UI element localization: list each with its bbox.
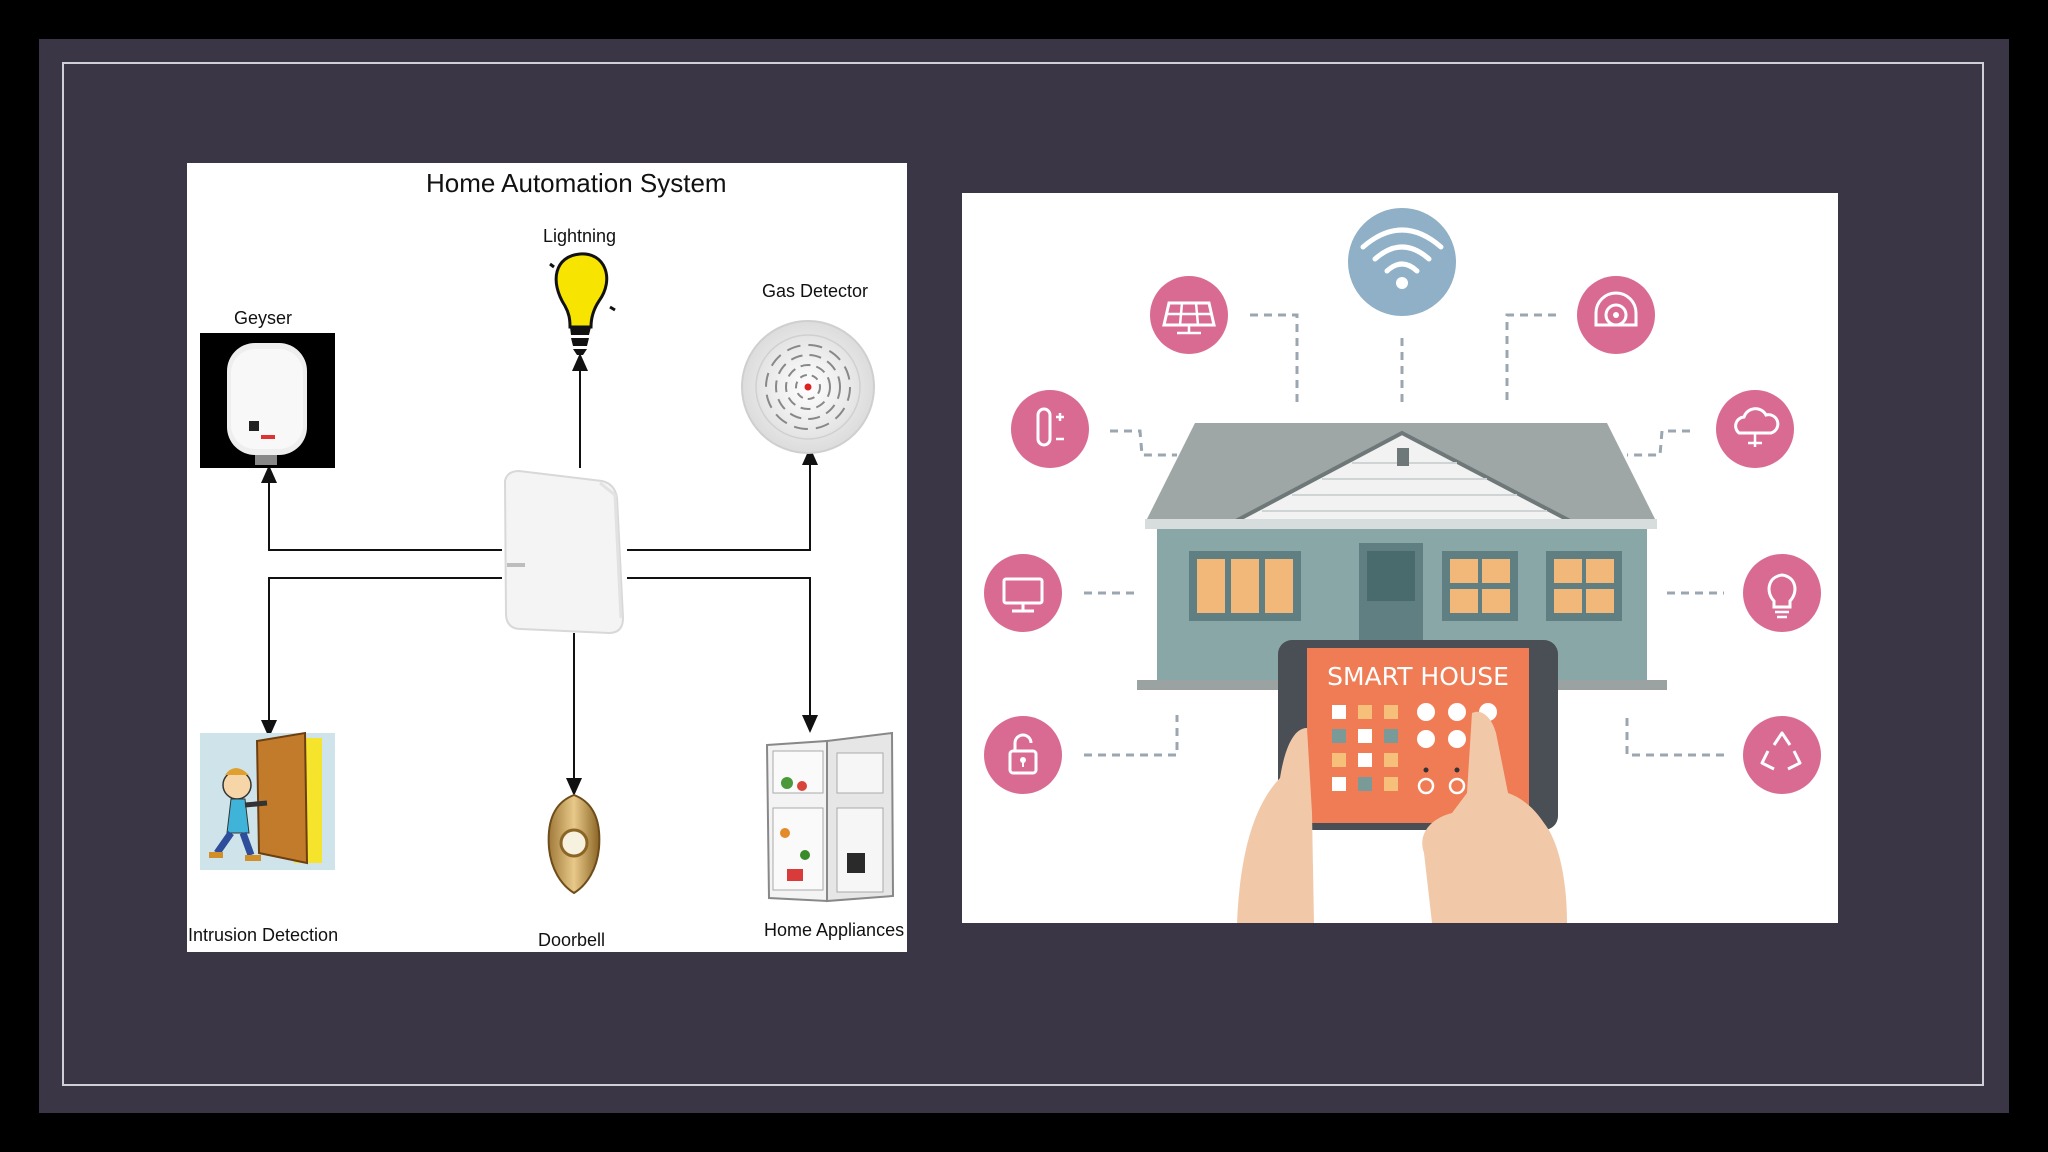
doorbell-icon — [547, 793, 601, 895]
dashed-connectors — [1084, 313, 1724, 757]
connector-lines — [261, 353, 818, 796]
smoke-detector-icon — [741, 320, 875, 454]
camera-icon — [1577, 276, 1655, 354]
recycle-icon — [1743, 716, 1821, 794]
hands — [1237, 711, 1567, 923]
label-lightning: Lightning — [543, 226, 617, 246]
monitor-icon — [984, 554, 1062, 632]
light-bulb-icon — [549, 252, 616, 355]
water-heater-icon — [200, 333, 335, 468]
label-home-appliances: Home Appliances — [764, 920, 905, 940]
smart-house-illustration: SMART HOUSE — [962, 193, 1838, 923]
tablet — [1278, 640, 1558, 830]
tablet-buttons — [1332, 703, 1497, 795]
hub-device-icon — [503, 469, 625, 635]
refrigerator-icon — [765, 731, 895, 903]
label-doorbell: Doorbell — [538, 930, 606, 950]
diagram-canvas — [200, 252, 895, 903]
diagram-title: Home Automation System — [426, 168, 727, 198]
cloud-icon — [1716, 390, 1794, 468]
light-bulb-icon-round — [1743, 554, 1821, 632]
tablet-title: SMART HOUSE — [1327, 662, 1509, 691]
thermometer-icon — [1011, 390, 1089, 468]
door-person-icon — [200, 731, 335, 870]
label-intrusion-detection: Intrusion Detection — [188, 925, 339, 945]
smart-house-canvas: SMART HOUSE — [984, 208, 1821, 923]
label-geyser: Geyser — [234, 308, 293, 328]
wifi-icon — [1348, 208, 1456, 316]
slide-frame — [62, 62, 1984, 1086]
lock-icon — [984, 716, 1062, 794]
home-automation-diagram: Home Automation System Geyser Lightning … — [187, 163, 907, 952]
label-gas-detector: Gas Detector — [762, 281, 869, 301]
solar-panel-icon — [1150, 276, 1228, 354]
